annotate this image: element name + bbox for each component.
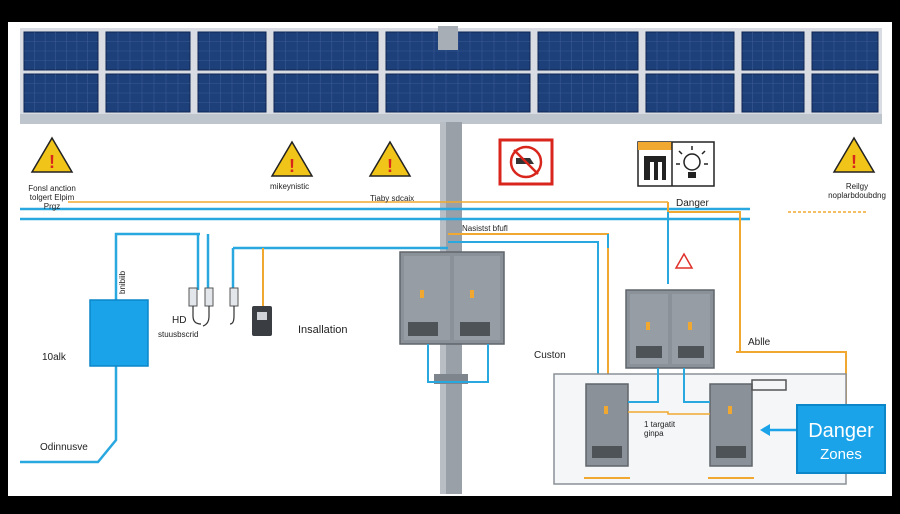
hd-label: HD [172, 315, 187, 326]
hd-sub-label: stuusbscrid [158, 330, 199, 339]
custon-label: Custon [534, 350, 566, 361]
warning-sign-text-2: mikeynistic [270, 182, 310, 191]
diagram-graphics: ! ! ! ! [20, 26, 882, 494]
warning-sign-text-right: Reilgy noplarbdoubdng [828, 182, 886, 200]
warning-icon: ! [270, 140, 314, 177]
warning-sign-text-left: Fonsl anction tolgert Elpim Prgz [28, 184, 76, 211]
pole-top [438, 26, 458, 50]
electrical-hazard-sign-icon [637, 141, 715, 187]
svg-text:!: ! [49, 152, 55, 172]
blue-cable-to-box [114, 232, 200, 302]
inverter-cabinet-lower-right [709, 383, 753, 467]
blue-cable-bottom [20, 362, 118, 464]
danger-zones-title: Danger [808, 420, 874, 442]
fuse-column-label: bnibiib [118, 270, 127, 294]
warning-icon: ! [832, 136, 876, 173]
junction-label: Nasistst bfufl [462, 224, 508, 233]
fuse-holders [188, 287, 239, 327]
inverter-cabinet-upper-right [625, 289, 715, 369]
svg-text:!: ! [387, 156, 393, 176]
svg-text:!: ! [851, 152, 857, 172]
danger-zones-box: Danger Zones [796, 404, 886, 474]
danger-zones-subtitle: Zones [820, 446, 862, 463]
warning-sign-text-3: Tiaby sdcaix [370, 194, 415, 203]
warning-icon: ! [30, 136, 74, 173]
no-access-sign-icon [498, 138, 554, 186]
inverter-cabinet-main [399, 251, 505, 345]
ablle-label: Ablle [748, 337, 771, 348]
disconnect-switch [252, 306, 272, 336]
inner-enclosure-label: 1 targatit ginpa [644, 420, 676, 438]
inverter-cabinet-lower-left [585, 383, 629, 467]
bottom-left-label: Odinnusve [40, 442, 88, 453]
warning-icon: ! [368, 140, 412, 177]
array-rail [20, 114, 882, 124]
danger-sign-label: Danger [676, 198, 709, 209]
diagram-canvas: ! ! ! ! [8, 22, 892, 496]
box-left-label: 10alk [42, 352, 66, 363]
combiner-box-blue [89, 299, 149, 367]
solar-panels [23, 31, 879, 113]
installation-label: Insallation [298, 324, 348, 336]
svg-text:!: ! [289, 156, 295, 176]
pole-clamp [434, 374, 468, 384]
small-warning-icon [674, 252, 694, 269]
